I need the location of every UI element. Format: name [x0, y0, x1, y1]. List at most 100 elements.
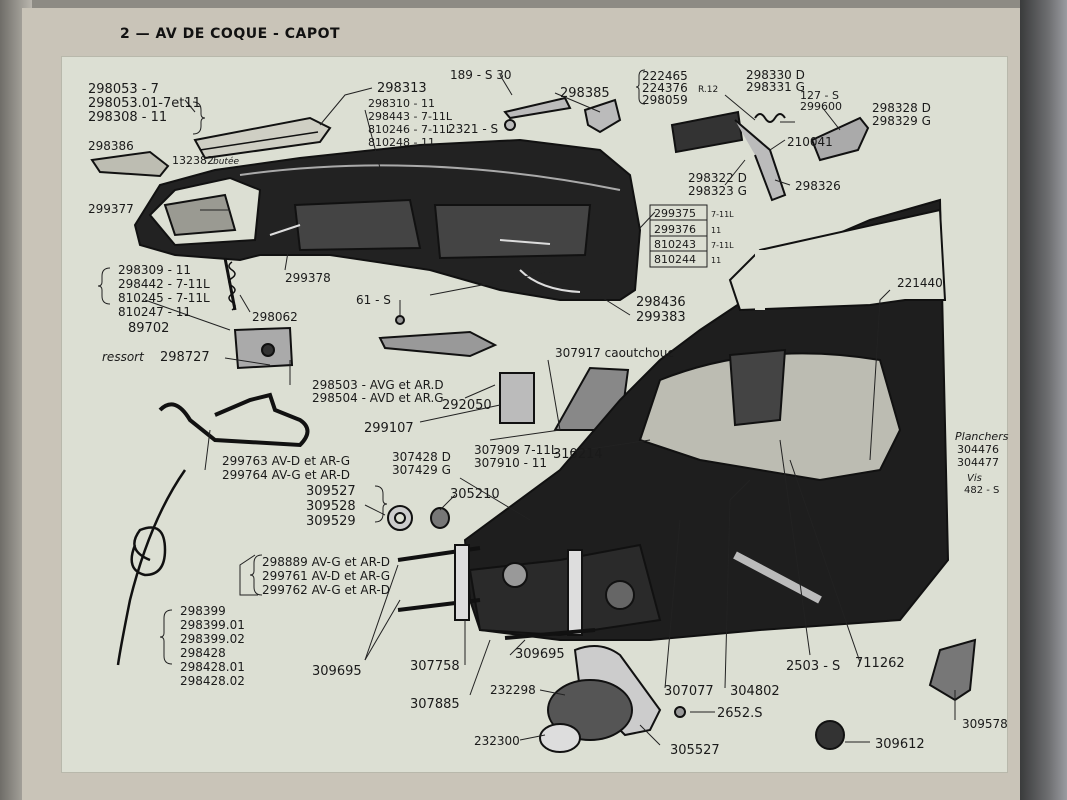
- drawings: [90, 96, 977, 753]
- label: 309528: [306, 499, 356, 514]
- label: 810246 - 7-11L: [368, 123, 453, 136]
- label: 298313: [377, 81, 427, 96]
- label: 810245 - 7-11L: [118, 291, 210, 305]
- stop-bracket-drawing: [90, 150, 170, 178]
- label: 298386: [88, 139, 134, 153]
- page-title: AV DE COQUE - CAPOT: [155, 26, 341, 42]
- label: 298399.01: [180, 618, 245, 632]
- label: 810243: [654, 238, 696, 251]
- label: 11: [711, 226, 721, 235]
- label: 310214: [553, 447, 603, 462]
- clip-plate-drawing: [670, 110, 744, 154]
- leader-lines: [97, 69, 956, 746]
- label: 298059: [642, 93, 688, 107]
- label: 307885: [410, 697, 460, 712]
- label: 307429 G: [392, 463, 451, 477]
- label: 2652.S: [717, 706, 762, 721]
- label: 309695: [515, 647, 565, 662]
- label: 210041: [787, 135, 833, 149]
- label: 132382: [172, 154, 214, 167]
- label: 298326: [795, 179, 841, 193]
- label: 482 - S: [964, 485, 999, 496]
- label: 307917 caoutchouc: [555, 346, 674, 360]
- label: 299107: [364, 421, 414, 436]
- label: 221440: [897, 276, 943, 290]
- clip-part-drawing: [928, 638, 977, 702]
- part-labels: 298053 - 7 298053.01-7et11 298308 - 11 2…: [88, 68, 1009, 758]
- label: 305527: [670, 743, 720, 758]
- label: 292050: [442, 398, 492, 413]
- label: 309529: [306, 514, 356, 529]
- label: 304477: [957, 456, 999, 469]
- label: butée: [213, 156, 239, 167]
- page-number: 2: [120, 26, 131, 42]
- label: 298504 - AVD et AR.G: [312, 391, 444, 405]
- label: 298385: [560, 86, 610, 101]
- label: 61 - S: [356, 293, 391, 307]
- label: 307077: [664, 684, 714, 699]
- label: 298309 - 11: [118, 263, 191, 277]
- label: 298310 - 11: [368, 97, 435, 110]
- label: 224376: [642, 81, 688, 95]
- label: 309527: [306, 484, 356, 499]
- release-handle-drawing: [158, 392, 310, 448]
- label: 810244: [654, 253, 696, 266]
- label: 298399.02: [180, 632, 245, 646]
- label: 298322 D: [688, 171, 747, 185]
- label: R.12: [698, 85, 718, 95]
- label: 298889 AV-G et AR-D: [262, 555, 390, 569]
- label: 298428.02: [180, 674, 245, 688]
- label: 298399: [180, 604, 226, 618]
- label: 298329 G: [872, 114, 931, 128]
- label: 299761 AV-D et AR-G: [262, 569, 390, 583]
- label: 298330 D: [746, 68, 805, 82]
- hinge-part-drawing: [193, 116, 332, 160]
- label: 298323 G: [688, 184, 747, 198]
- label: 298428: [180, 646, 226, 660]
- latch-drawing: [583, 98, 622, 134]
- label: 189 - S 30: [450, 68, 512, 82]
- label: 305210: [450, 487, 500, 502]
- label: 232300: [474, 734, 520, 748]
- boxed-label-frame: [649, 204, 708, 268]
- book-edge-right: [1020, 0, 1067, 800]
- label: 304802: [730, 684, 780, 699]
- label: 298053.01-7et11: [88, 96, 201, 111]
- label: 7-11L: [711, 241, 734, 250]
- label: 307758: [410, 659, 460, 674]
- label: 298443 - 7-11L: [368, 110, 453, 123]
- bonnet-spring-drawing: [116, 469, 187, 666]
- bracket-right-drawing: [810, 116, 870, 162]
- label: 309578: [962, 717, 1008, 731]
- label: 299383: [636, 310, 686, 325]
- label: 309612: [875, 737, 925, 752]
- label: 299378: [285, 271, 331, 285]
- label: 298308 - 11: [88, 110, 167, 125]
- label: 298053 - 7: [88, 82, 159, 97]
- label: 298727: [160, 350, 210, 365]
- label: 299376: [654, 223, 696, 236]
- label: 299763 AV-D et AR-G: [222, 454, 350, 468]
- plug-drawing: [815, 720, 845, 750]
- label: 298331 G: [746, 80, 805, 94]
- page-header: 2 — AV DE COQUE - CAPOT: [120, 26, 340, 42]
- label: 810247 - 11: [118, 305, 191, 319]
- hinge-small-drawing: [503, 96, 572, 120]
- label: 299600: [800, 100, 842, 113]
- label: 2321 - S: [448, 122, 498, 136]
- label: 127 - S: [800, 89, 839, 102]
- header-dash: —: [135, 26, 151, 42]
- label: 810248 - 11: [368, 136, 435, 149]
- label: Planchers: [955, 430, 1009, 443]
- label: 2503 - S: [786, 659, 840, 674]
- label: 298328 D: [872, 101, 931, 115]
- label: 89702: [128, 321, 169, 336]
- label: 299764 AV-G et AR-D: [222, 468, 350, 482]
- label: 298062: [252, 310, 298, 324]
- label: 298436: [636, 295, 686, 310]
- label: 304476: [957, 443, 999, 456]
- rubber-pad-drawing: [499, 372, 535, 424]
- label: 307910 - 11: [474, 456, 547, 470]
- label: ressort: [102, 350, 145, 364]
